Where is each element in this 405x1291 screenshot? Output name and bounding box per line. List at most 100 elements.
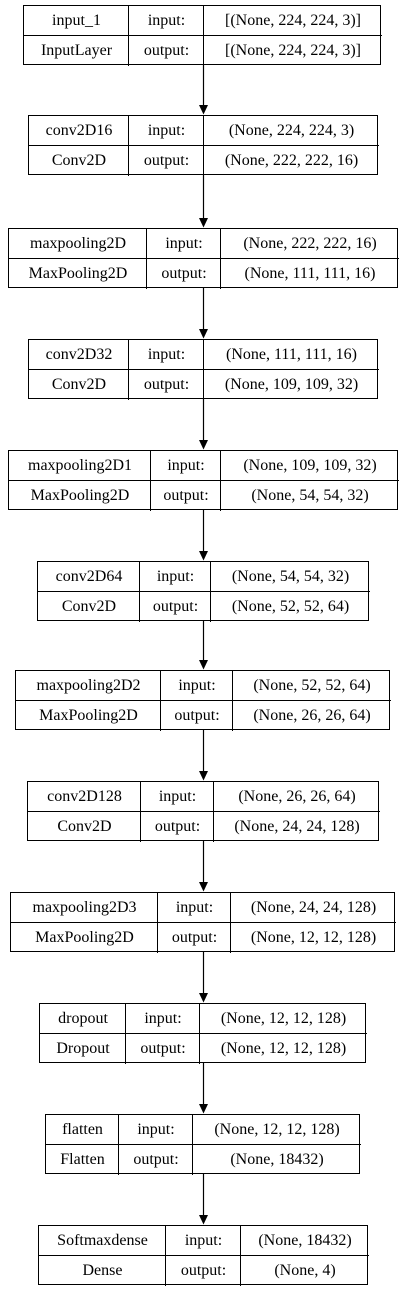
- input-shape: (None, 52, 52, 64): [253, 677, 371, 694]
- column-divider: [160, 671, 161, 731]
- input-label: input:: [137, 1121, 175, 1138]
- layer-name: input_1: [52, 12, 101, 29]
- row-divider: [29, 145, 379, 146]
- input-label: input:: [178, 677, 216, 694]
- output-shape: (None, 12, 12, 128): [220, 1040, 347, 1057]
- input-label: input:: [165, 235, 203, 252]
- input-shape: (None, 18432): [258, 1232, 352, 1249]
- layer-type: MaxPooling2D: [30, 487, 130, 504]
- layer-type: Dropout: [56, 1040, 110, 1057]
- output-label: output:: [174, 707, 220, 724]
- input-shape: (None, 111, 111, 16): [226, 346, 357, 363]
- output-shape: (None, 52, 52, 64): [231, 598, 350, 615]
- layer-name: conv2D16: [45, 122, 113, 139]
- layer-type: InputLayer: [40, 42, 113, 59]
- column-divider: [240, 1226, 241, 1286]
- column-divider: [220, 451, 221, 511]
- row-divider: [9, 258, 399, 259]
- arrowhead-icon: [199, 440, 208, 450]
- row-divider: [46, 1144, 361, 1145]
- input-label: input:: [147, 346, 186, 363]
- column-divider: [157, 893, 158, 953]
- column-divider: [128, 340, 129, 400]
- input-label: input:: [147, 122, 186, 139]
- column-divider: [220, 229, 221, 289]
- column-divider: [210, 562, 211, 622]
- output-label: output:: [171, 929, 218, 946]
- input-label: input:: [184, 1232, 223, 1249]
- arrowhead-icon: [199, 660, 208, 670]
- column-divider: [146, 229, 147, 289]
- output-shape: (None, 4): [274, 1262, 336, 1279]
- layer-type: Conv2D: [51, 152, 107, 169]
- output-label: output:: [140, 1040, 186, 1057]
- input-shape: (None, 109, 109, 32): [243, 457, 377, 474]
- input-label: input:: [156, 568, 195, 585]
- column-divider: [203, 6, 204, 66]
- input-label: input:: [158, 788, 197, 805]
- layer-type: MaxPooling2D: [35, 929, 134, 946]
- input-label: input:: [147, 12, 186, 29]
- row-divider: [16, 700, 391, 701]
- arrowhead-icon: [199, 1104, 208, 1114]
- arrowhead-icon: [199, 993, 208, 1003]
- output-shape: (None, 24, 24, 128): [234, 818, 360, 835]
- layer-type: MaxPooling2D: [28, 265, 128, 282]
- output-shape: (None, 18432): [230, 1151, 324, 1168]
- column-divider: [199, 1004, 200, 1064]
- arrowhead-icon: [199, 771, 208, 781]
- output-label: output:: [152, 598, 199, 615]
- input-shape: (None, 12, 12, 128): [220, 1010, 347, 1027]
- layer-type: Flatten: [60, 1151, 105, 1168]
- output-shape: (None, 109, 109, 32): [224, 376, 359, 393]
- input-label: input:: [144, 1010, 182, 1027]
- input-shape: (None, 224, 224, 3): [228, 122, 355, 139]
- layer-type: Conv2D: [51, 376, 107, 393]
- layer-name: Softmaxdense: [57, 1232, 148, 1249]
- output-shape: [(None, 224, 224, 3)]: [225, 42, 361, 59]
- output-shape: (None, 222, 222, 16): [224, 152, 359, 169]
- layer-name: dropout: [58, 1010, 108, 1027]
- input-shape: [(None, 224, 224, 3)]: [225, 12, 361, 29]
- layer-name: maxpooling2D: [30, 235, 126, 252]
- input-shape: (None, 24, 24, 128): [250, 899, 377, 916]
- layer-name: conv2D128: [47, 788, 122, 805]
- output-label: output:: [143, 42, 190, 59]
- column-divider: [232, 671, 233, 731]
- column-divider: [140, 782, 141, 842]
- output-shape: (None, 111, 111, 16): [244, 265, 376, 282]
- column-divider: [165, 1226, 166, 1286]
- output-label: output:: [133, 1151, 179, 1168]
- arrowhead-icon: [199, 551, 208, 561]
- layer-name: maxpooling2D1: [28, 457, 132, 474]
- arrowhead-icon: [199, 218, 208, 228]
- input-shape: (None, 222, 222, 16): [243, 235, 377, 252]
- layer-name: maxpooling2D2: [36, 677, 141, 694]
- arrowhead-icon: [199, 105, 208, 115]
- row-divider: [29, 369, 379, 370]
- row-divider: [9, 480, 399, 481]
- column-divider: [150, 451, 151, 511]
- output-shape: (None, 54, 54, 32): [251, 487, 369, 504]
- column-divider: [213, 782, 214, 842]
- layer-name: flatten: [62, 1121, 103, 1138]
- arrowhead-icon: [199, 882, 208, 892]
- row-divider: [28, 811, 380, 812]
- output-label: output:: [161, 265, 207, 282]
- output-shape: (None, 26, 26, 64): [253, 707, 371, 724]
- layer-type: Conv2D: [61, 598, 117, 615]
- column-divider: [192, 1115, 193, 1175]
- column-divider: [230, 893, 231, 953]
- row-divider: [38, 591, 370, 592]
- input-shape: (None, 12, 12, 128): [214, 1121, 340, 1138]
- layer-name: conv2D64: [55, 568, 123, 585]
